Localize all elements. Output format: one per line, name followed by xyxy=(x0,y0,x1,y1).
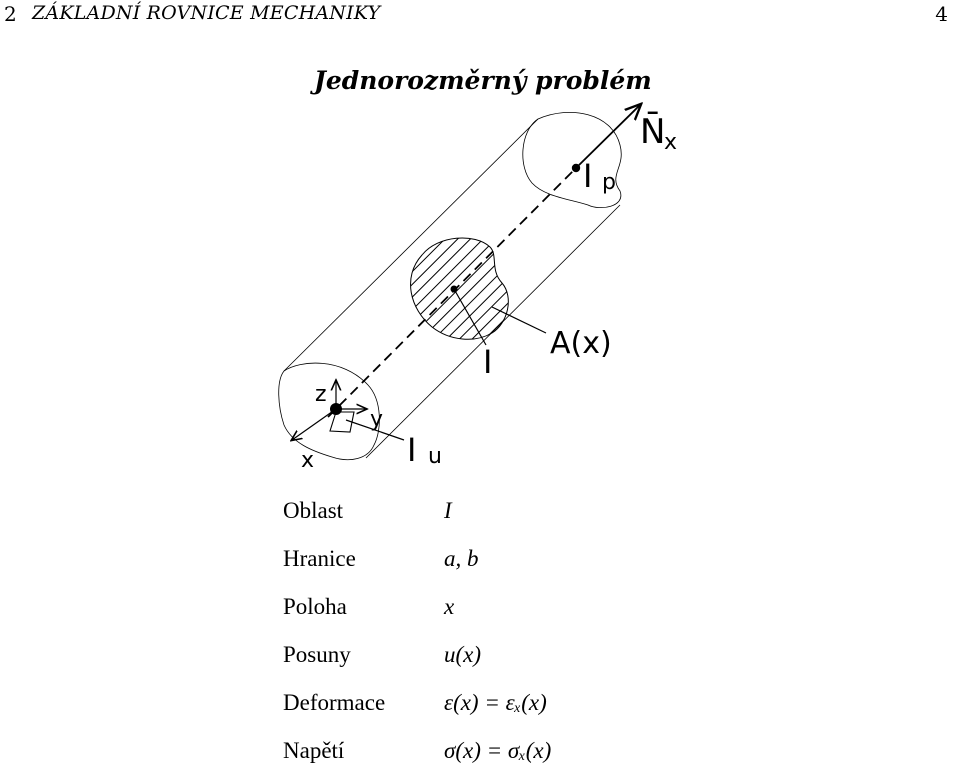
definition-value: I xyxy=(444,498,452,523)
force-subscript: x xyxy=(664,130,677,155)
definition-term: Oblast xyxy=(283,498,344,523)
section-title: Jednorozměrný problém xyxy=(314,66,652,95)
end-point-label: I xyxy=(583,157,592,195)
page-number: 2 xyxy=(4,2,17,26)
area-leader xyxy=(491,306,547,334)
definitions-table: Oblast I Hranice a, b Poloha x Posuny u(… xyxy=(283,487,551,775)
definition-term: Napětí xyxy=(283,738,345,763)
force-arrow xyxy=(575,105,640,169)
definition-term: Poloha xyxy=(283,594,347,619)
definition-value: u(x) xyxy=(444,642,482,667)
end-point-dot xyxy=(571,163,581,173)
bar-figure: N̄ x I p A(x) I I u x y z xyxy=(278,95,677,473)
start-point-subscript: u xyxy=(428,444,442,469)
page-header: 2 ZÁKLADNÍ ROVNICE MECHANIKY 4 xyxy=(0,0,960,30)
table-row: Napětí σ(x) = σₓ(x) xyxy=(283,727,551,775)
origin-square xyxy=(329,411,355,433)
domain-leader xyxy=(453,288,487,346)
start-leader xyxy=(345,419,405,441)
definition-value: σ(x) = σₓ(x) xyxy=(444,738,552,763)
end-point-subscript: p xyxy=(602,170,616,195)
y-axis-label: y xyxy=(370,407,383,432)
table-row: Deformace ε(x) = εₓ(x) xyxy=(283,679,551,727)
table-row: Oblast I xyxy=(283,487,551,535)
start-cross-section xyxy=(278,362,380,461)
bar-outline-top xyxy=(283,118,539,372)
definition-term: Hranice xyxy=(283,546,356,571)
definition-value: x xyxy=(444,594,455,619)
force-label: N̄ xyxy=(640,111,665,152)
hatched-cross-section xyxy=(410,237,509,340)
bar-axis xyxy=(327,167,577,418)
definition-value: a, b xyxy=(444,546,479,571)
definition-term: Deformace xyxy=(283,690,386,715)
table-row: Poloha x xyxy=(283,583,551,631)
x-axis-arrow xyxy=(292,408,337,440)
running-head: ZÁKLADNÍ ROVNICE MECHANIKY xyxy=(32,2,381,24)
end-cross-section xyxy=(522,112,622,208)
definition-value: ε(x) = εₓ(x) xyxy=(444,690,547,715)
table-row: Hranice a, b xyxy=(283,535,551,583)
definition-term: Posuny xyxy=(283,642,351,667)
table-row: Posuny u(x) xyxy=(283,631,551,679)
domain-label: I xyxy=(483,343,492,381)
area-label: A(x) xyxy=(550,326,612,361)
x-axis-label: x xyxy=(301,448,314,473)
header-right-number: 4 xyxy=(935,2,948,26)
z-axis-label: z xyxy=(315,382,327,407)
start-point-label: I xyxy=(407,431,416,469)
